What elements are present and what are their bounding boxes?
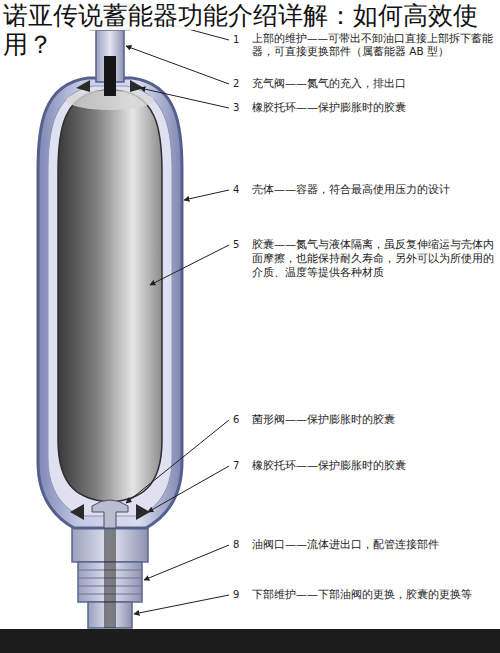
callout-text: 上部的维护——可带出不卸油口直接上部拆下蓄能器，可直接更换部件（属蓄能器 AB …	[252, 32, 494, 58]
poppet-valve	[92, 500, 128, 528]
callout-text: 充气阀——氮气的充入，排出口	[252, 77, 494, 91]
callout-text: 橡胶托环——保护膨胀时的胶囊	[252, 459, 494, 473]
bladder	[58, 90, 162, 502]
callout-text: 菌形阀——保护膨胀时的胶囊	[252, 413, 494, 427]
callout-text: 壳体——容器，符合最高使用压力的设计	[252, 183, 494, 197]
callout-number: 9	[233, 588, 239, 601]
callout-number: 4	[233, 183, 239, 196]
page-title: 诺亚传说蓄能器功能介绍详解：如何高效使用？	[3, 1, 478, 59]
shell-cavity	[48, 86, 172, 516]
callout-text: 胶囊——氮气与液体隔离，虽反复伸缩运与壳体内面摩擦，也能保持耐久寿命，另外可以为…	[252, 238, 494, 280]
callout-number: 7	[233, 459, 239, 472]
shell	[38, 78, 182, 528]
callout-text: 橡胶托环——保护膨胀时的胶囊	[252, 101, 494, 115]
page-title-box: 诺亚传说蓄能器功能介绍详解：如何高效使用？	[3, 1, 497, 59]
callout-number: 2	[233, 77, 239, 90]
callout-number: 3	[233, 101, 239, 114]
callout-number: 1	[233, 33, 239, 46]
callout-text: 下部维护——下部油阀的更换，胶囊的更换等	[252, 588, 494, 602]
bottom-bar	[0, 629, 500, 653]
leader-lines	[126, 14, 229, 614]
callout-number: 5	[233, 238, 239, 251]
callout-number: 8	[233, 538, 239, 551]
callout-number: 6	[233, 413, 239, 426]
oil-passage	[104, 528, 116, 628]
callout-text: 油阀口——流体进出口，配管连接部件	[252, 538, 494, 552]
gas-valve-stem	[104, 56, 116, 96]
